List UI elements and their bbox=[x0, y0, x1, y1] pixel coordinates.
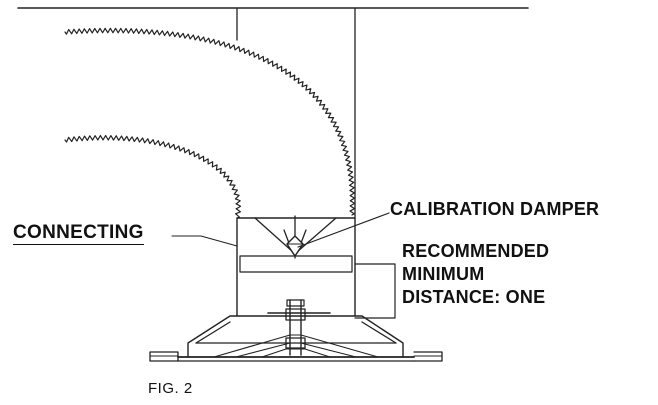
diffuser-inner-cone-3 bbox=[261, 348, 331, 358]
diffuser-cone-inner-left bbox=[195, 321, 231, 344]
tbar-left bbox=[149, 351, 179, 362]
distance-line-2: MINIMUM bbox=[402, 264, 485, 284]
tbar-right bbox=[413, 351, 443, 362]
diffuser-inner-cone-2 bbox=[235, 342, 357, 358]
damper-callout-line bbox=[297, 212, 390, 248]
connecting-callout-line bbox=[171, 235, 238, 247]
diffuser-cone-outer-right bbox=[354, 315, 404, 358]
damper-arm-right bbox=[296, 217, 337, 253]
distance-bracket bbox=[354, 263, 396, 319]
flex-duct-inner bbox=[64, 134, 242, 219]
calibration-damper-label: CALIBRATION DAMPER bbox=[390, 199, 600, 219]
damper-arm-left bbox=[254, 217, 294, 253]
diffuser-nut-mid bbox=[285, 308, 306, 321]
connecting-label: CONNECTING bbox=[13, 222, 144, 245]
damper-blade bbox=[239, 255, 353, 273]
figure-caption: FIG. 2 bbox=[148, 380, 193, 397]
flex-duct-outer bbox=[64, 27, 356, 216]
diffuser-cone-inner-right bbox=[361, 321, 397, 344]
diffuser-nut-top bbox=[286, 299, 305, 307]
recommended-distance-label: RECOMMENDED MINIMUM DISTANCE: ONE bbox=[402, 240, 549, 309]
diffuser-cone-outer-left bbox=[187, 315, 238, 358]
distance-line-1: RECOMMENDED bbox=[402, 241, 550, 261]
distance-line-3: DISTANCE: ONE bbox=[402, 287, 546, 307]
diffuser-inner-cone-1 bbox=[213, 334, 379, 358]
